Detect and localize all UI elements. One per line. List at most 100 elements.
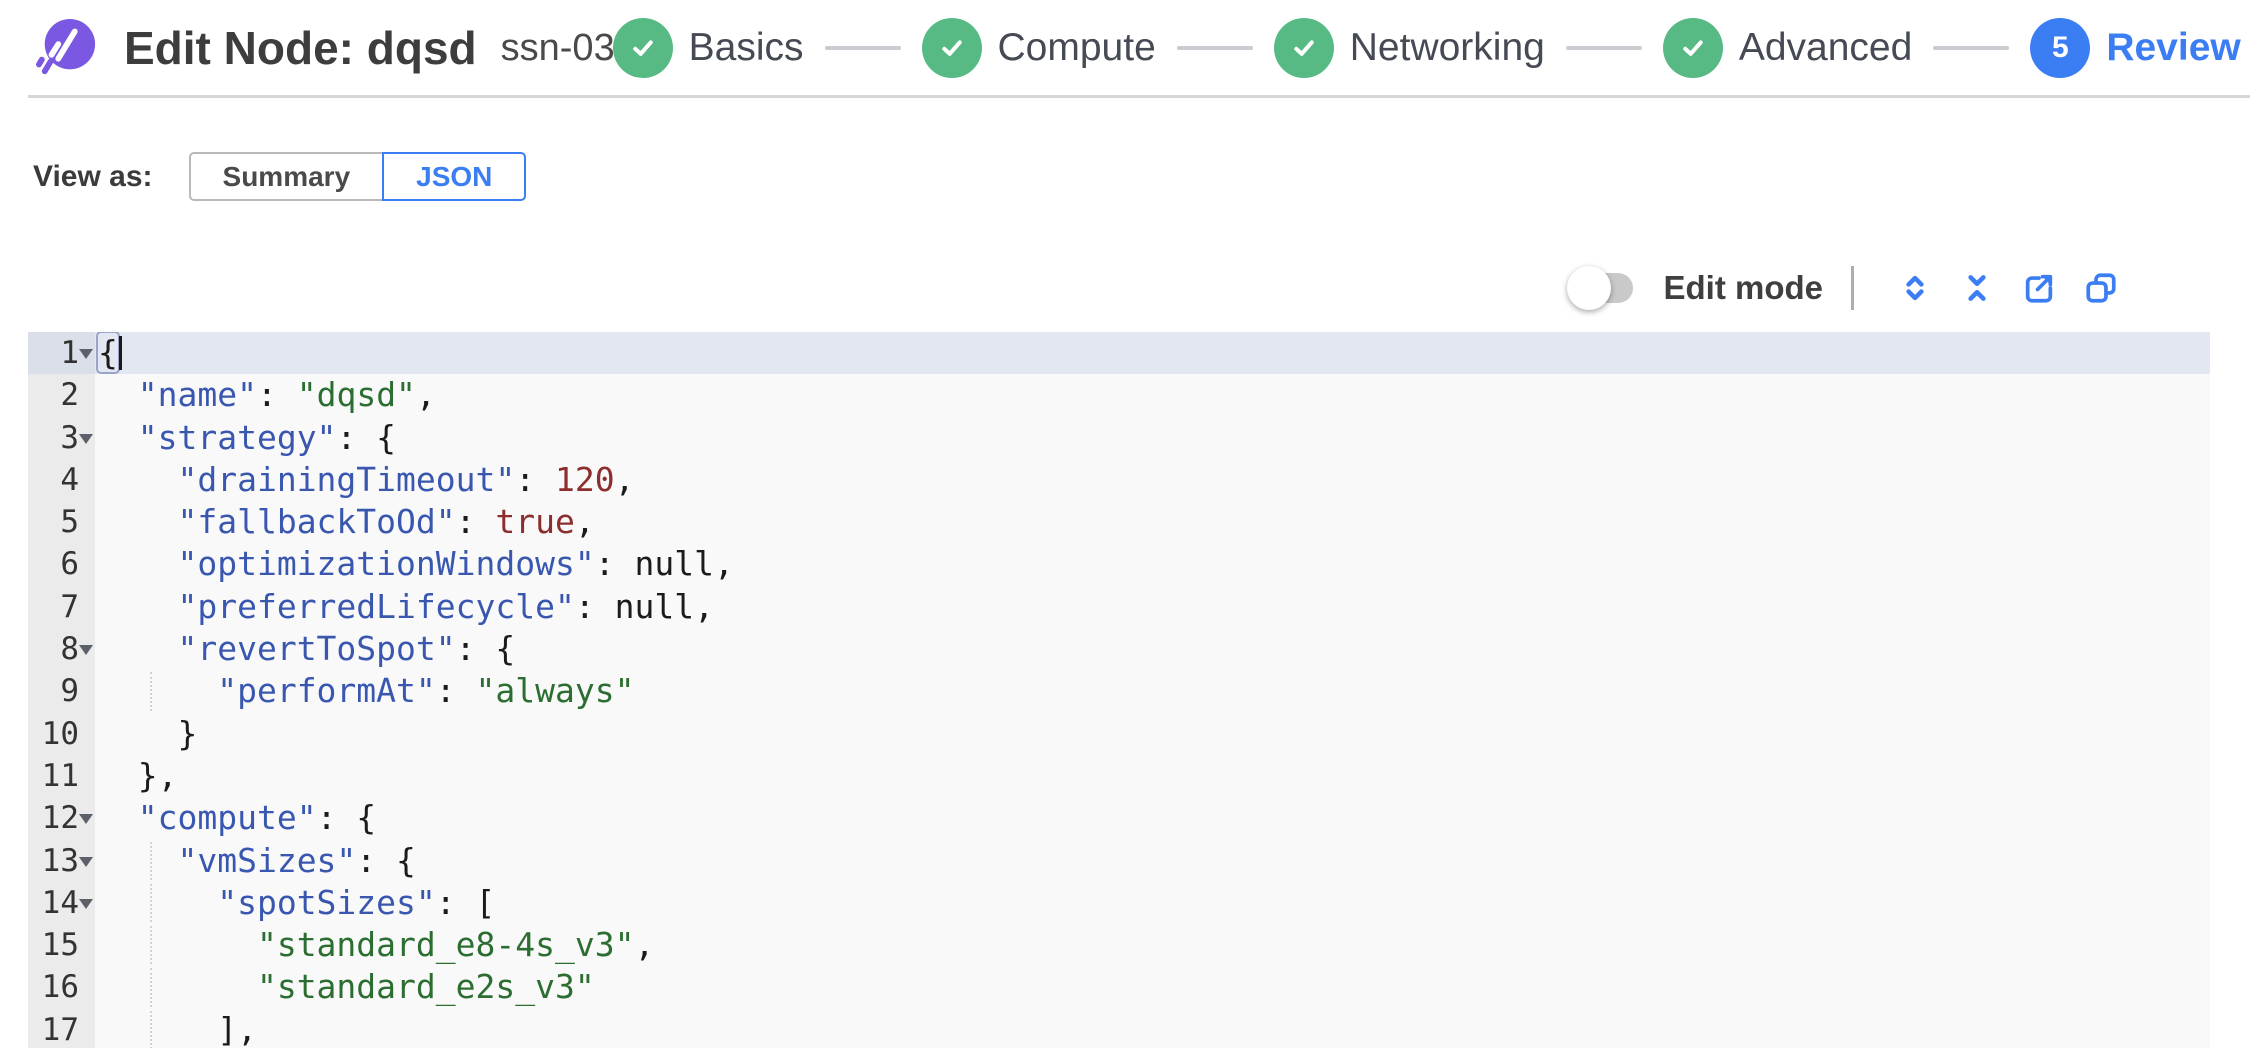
- edit-mode-label: Edit mode: [1663, 269, 1823, 306]
- code-line-8[interactable]: "revertToSpot": {: [177, 629, 516, 669]
- code-line-10[interactable]: }: [98, 713, 198, 753]
- edit-mode-toggle[interactable]: [1567, 266, 1634, 310]
- view-as-segmented: Summary JSON: [188, 152, 527, 201]
- line-number: 13: [41, 842, 79, 879]
- collapse-rows-icon[interactable]: [1959, 270, 1995, 306]
- code-line-12[interactable]: "compute": {: [137, 798, 377, 838]
- line-number: 16: [41, 969, 79, 1006]
- step-connector: [824, 46, 901, 50]
- gutter-line-1: 1: [28, 332, 95, 375]
- step-networking[interactable]: Networking: [1273, 18, 1545, 78]
- code-line-1[interactable]: {: [95, 332, 2210, 375]
- code-line-3[interactable]: "strategy": {: [137, 417, 397, 457]
- step-basics[interactable]: Basics: [612, 18, 804, 78]
- view-as-label: View as:: [33, 159, 153, 193]
- line-number: 15: [41, 927, 79, 964]
- step-connector: [1933, 46, 2010, 50]
- spot-ocean-logo-icon: [36, 18, 96, 75]
- indent-guide: [150, 1010, 152, 1048]
- fold-caret-icon[interactable]: [79, 814, 93, 825]
- line-number: 5: [60, 504, 79, 541]
- code-line-4[interactable]: "drainingTimeout": 120,: [177, 459, 635, 499]
- line-number: 11: [41, 757, 79, 794]
- code-line-15[interactable]: "standard_e8-4s_v3",: [95, 924, 2210, 966]
- fold-caret-icon[interactable]: [79, 433, 93, 444]
- wizard-steps: Basics Compute Networking Advanced 5 Review: [612, 18, 2241, 78]
- step-label: Review: [2106, 26, 2241, 69]
- step-advanced[interactable]: Advanced: [1662, 18, 1913, 78]
- gutter-line-12: 12: [28, 797, 95, 839]
- json-tab[interactable]: JSON: [382, 152, 527, 201]
- step-number-badge: 5: [2030, 18, 2091, 78]
- node-id: ssn-038: [500, 26, 613, 69]
- step-label: Basics: [688, 26, 804, 69]
- code-line-13[interactable]: "vmSizes": {: [95, 840, 2210, 882]
- line-number: 17: [41, 1011, 79, 1048]
- fold-caret-icon[interactable]: [79, 856, 93, 867]
- check-icon: [1273, 18, 1334, 78]
- toggle-knob: [1567, 266, 1612, 310]
- wizard-header: Edit Node: dqsd ssn-038 Basics Compute Net…: [0, 0, 2250, 96]
- export-icon[interactable]: [2021, 270, 2057, 306]
- gutter-line-8: 8: [28, 628, 95, 670]
- gutter-line-4: 4: [28, 459, 95, 501]
- page-title: Edit Node: dqsd: [124, 22, 477, 74]
- gutter-line-7: 7: [28, 586, 95, 628]
- gutter-line-10: 10: [28, 713, 95, 755]
- gutter-line-13: 13: [28, 840, 95, 882]
- fold-caret-icon[interactable]: [79, 645, 93, 656]
- line-number: 6: [60, 546, 79, 583]
- line-number: 1: [60, 335, 79, 371]
- fold-caret-icon[interactable]: [79, 898, 93, 909]
- step-review[interactable]: 5 Review: [2030, 18, 2241, 78]
- gutter-line-9: 9: [28, 670, 95, 712]
- indent-guide: [150, 968, 152, 1007]
- step-compute[interactable]: Compute: [921, 18, 1156, 78]
- line-number: 14: [41, 884, 79, 921]
- code-line-9[interactable]: "performAt": "always": [95, 670, 2210, 712]
- code-line-17[interactable]: ],: [98, 1009, 257, 1048]
- line-number: 7: [60, 588, 79, 625]
- check-icon: [921, 18, 982, 78]
- gutter-line-6: 6: [28, 543, 95, 585]
- line-number: 12: [41, 800, 79, 837]
- code-line-14[interactable]: "spotSizes": [: [95, 882, 2210, 924]
- gutter-line-3: 3: [28, 417, 95, 459]
- editor-content[interactable]: { "name": "dqsd", "strategy": { "drainin…: [95, 332, 2210, 1048]
- code-line-16[interactable]: "standard_e2s_v3": [95, 966, 2210, 1008]
- code-line-6[interactable]: "optimizationWindows": null,: [177, 544, 734, 584]
- fold-caret-icon[interactable]: [79, 349, 93, 359]
- line-number: 9: [60, 673, 79, 710]
- code-line-7[interactable]: "preferredLifecycle": null,: [177, 586, 714, 626]
- step-label: Networking: [1349, 26, 1545, 69]
- line-number: 10: [41, 715, 79, 752]
- copy-icon[interactable]: [2083, 270, 2119, 306]
- step-connector: [1565, 46, 1642, 50]
- toolbar-divider: [1851, 266, 1854, 310]
- editor-toolbar: Edit mode: [1567, 262, 2132, 314]
- view-as-control: View as: Summary JSON: [33, 152, 527, 201]
- line-number: 3: [60, 419, 79, 456]
- code-line-2[interactable]: "name": "dqsd",: [137, 375, 436, 415]
- summary-tab[interactable]: Summary: [188, 152, 383, 201]
- line-number: 4: [60, 461, 79, 498]
- code-line-11[interactable]: },: [98, 755, 178, 795]
- text-cursor: [118, 336, 122, 370]
- indent-guide: [150, 841, 152, 880]
- indent-guide: [150, 926, 152, 965]
- line-number: 2: [60, 377, 79, 414]
- gutter-line-2: 2: [28, 374, 95, 416]
- header-divider: [28, 95, 2250, 98]
- gutter-line-16: 16: [28, 966, 95, 1008]
- gutter-line-11: 11: [28, 755, 95, 797]
- step-label: Compute: [997, 26, 1156, 69]
- indent-guide: [150, 883, 152, 923]
- step-label: Advanced: [1738, 26, 1913, 69]
- gutter-line-5: 5: [28, 501, 95, 543]
- indent-guide: [150, 672, 152, 711]
- expand-rows-icon[interactable]: [1897, 270, 1933, 306]
- step-connector: [1176, 46, 1253, 50]
- code-line-5[interactable]: "fallbackToOd": true,: [177, 502, 595, 542]
